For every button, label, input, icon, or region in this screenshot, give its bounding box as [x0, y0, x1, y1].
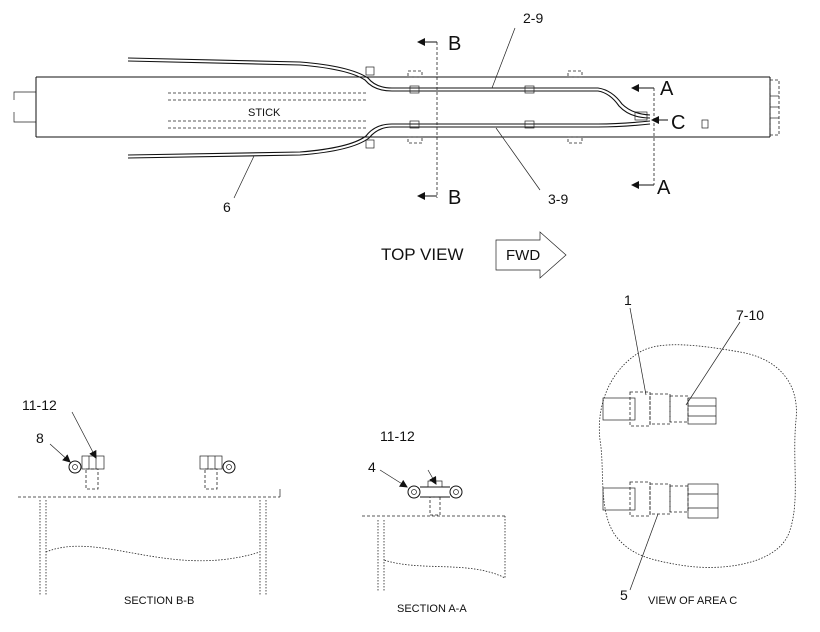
section-aa-drawing — [362, 469, 506, 592]
section-a-top-label: A — [660, 78, 674, 100]
fwd-label: FWD — [506, 247, 540, 264]
section-bb-caption: SECTION B-B — [124, 595, 194, 607]
section-b-bottom-label: B — [448, 187, 461, 209]
stick-body — [13, 70, 780, 144]
area-c-caption: VIEW OF AREA C — [648, 595, 737, 607]
area-c-callout-7-10: 7-10 — [736, 307, 764, 323]
top-view-caption: TOP VIEW — [381, 245, 464, 264]
stick-label: STICK — [248, 107, 281, 119]
hose-lower — [127, 66, 651, 159]
hose-upper — [127, 57, 651, 121]
section-bb-callout-8: 8 — [36, 430, 44, 446]
top-view-drawing — [13, 27, 780, 279]
section-bb-drawing — [18, 411, 281, 595]
leader-6 — [233, 155, 255, 199]
section-line-a — [631, 84, 655, 189]
section-aa-callout-11-12: 11-12 — [380, 428, 415, 444]
section-line-b — [417, 38, 438, 200]
leader-3-9 — [495, 127, 541, 191]
callout-2-9: 2-9 — [523, 10, 543, 26]
section-aa-caption: SECTION A-A — [397, 603, 467, 615]
callout-3-9: 3-9 — [548, 191, 568, 207]
area-c-label: C — [671, 112, 685, 134]
area-c-view-drawing — [598, 307, 797, 591]
fwd-arrow — [495, 231, 567, 279]
area-c-callout-5: 5 — [620, 587, 628, 603]
area-c-callout-1: 1 — [624, 292, 632, 308]
section-bb-callout-11-12: 11-12 — [22, 397, 57, 413]
section-b-top-label: B — [448, 33, 461, 55]
section-aa-callout-4: 4 — [368, 459, 376, 475]
callout-6: 6 — [223, 199, 231, 215]
leader-2-9 — [491, 27, 516, 89]
section-a-bottom-label: A — [657, 177, 671, 199]
